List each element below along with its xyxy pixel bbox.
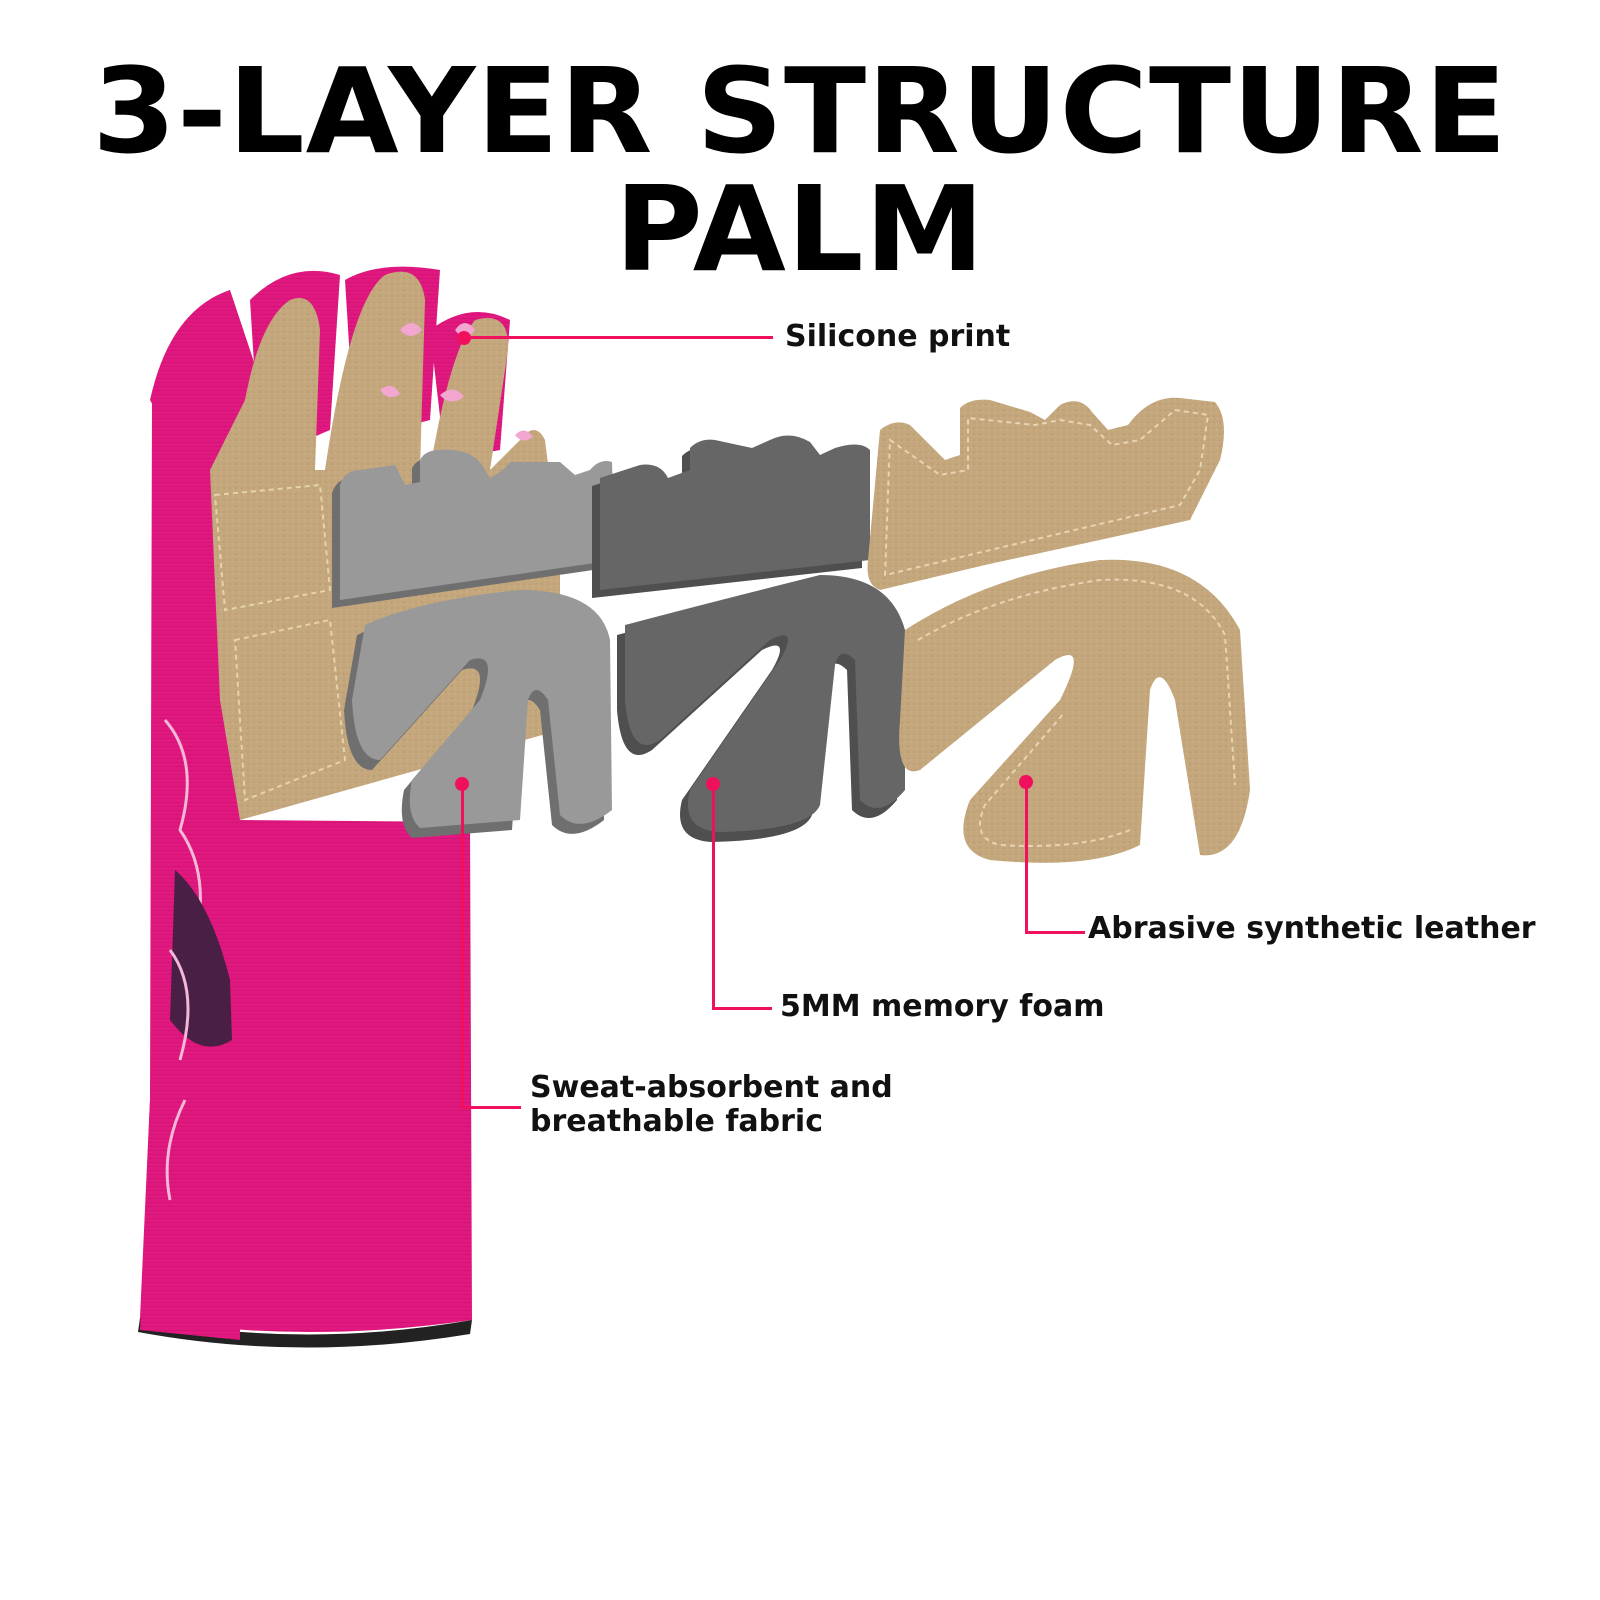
label-breathable-fabric-line2: breathable fabric (530, 1104, 823, 1139)
glove-image (138, 266, 560, 1348)
page-title: 3-LAYER STRUCTURE PALM (92, 42, 1508, 298)
callout-line-foam-horizontal (712, 1007, 772, 1010)
callout-line-foam-vertical (712, 784, 715, 1010)
label-abrasive-leather: Abrasive synthetic leather (1088, 911, 1536, 946)
label-breathable-fabric-line1: Sweat-absorbent and (530, 1070, 893, 1105)
callout-line-fabric-vertical (461, 784, 464, 1109)
callout-line-fabric-horizontal (461, 1106, 521, 1109)
fabric-layer (332, 449, 615, 838)
leather-layer (867, 397, 1250, 863)
foam-layer (592, 435, 905, 842)
label-silicone-print: Silicone print (785, 319, 1011, 354)
callout-line-silicone (464, 336, 773, 339)
callout-line-leather-vertical (1025, 782, 1028, 934)
label-memory-foam: 5MM memory foam (780, 989, 1105, 1024)
label-breathable-fabric: Sweat-absorbent and breathable fabric (530, 1071, 893, 1139)
callout-line-leather-horizontal (1025, 931, 1085, 934)
